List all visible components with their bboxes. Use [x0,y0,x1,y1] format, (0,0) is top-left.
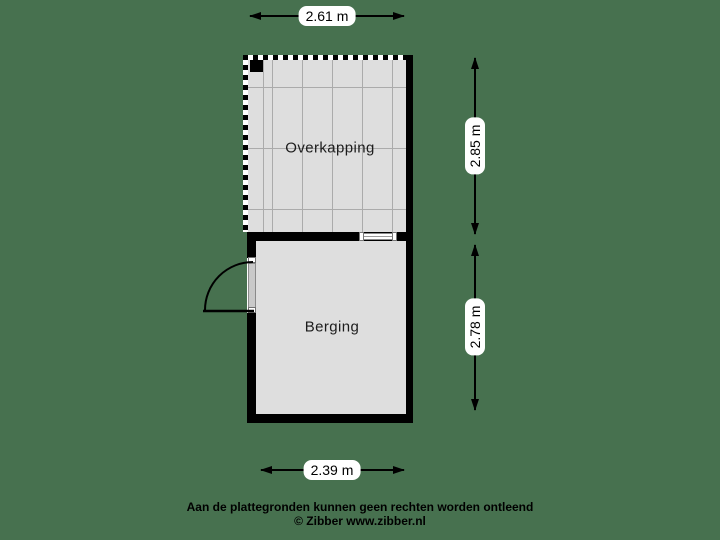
room-label-berging: Berging [304,318,360,336]
canopy-dashed-edge-left [243,55,248,232]
room-berging [256,241,406,414]
wall-left-upper [247,232,256,258]
wall-bottom [247,414,413,423]
wall-right [406,55,413,423]
window-jamb-right [392,232,397,241]
room-overkapping [247,59,406,232]
canopy-dashed-edge-top [243,55,406,60]
wall-left-lower [247,313,256,423]
footer-disclaimer: Aan de plattegronden kunnen geen rechten… [186,500,534,514]
footer-credit: © Zibber www.zibber.nl [294,514,426,528]
wall-dividing [247,232,406,241]
dimension-label-right-upper: 2.85 m [465,117,485,175]
room-label-overkapping: Overkapping [285,139,375,157]
footer: Aan de plattegronden kunnen geen rechten… [0,500,720,528]
dimension-label-bottom: 2.39 m [303,460,361,480]
door-swing-arc [204,261,254,311]
canopy-post [250,60,263,72]
dimension-label-top: 2.61 m [298,6,356,26]
dimension-label-right-lower: 2.78 m [465,298,485,356]
window-jamb-left [359,232,364,241]
